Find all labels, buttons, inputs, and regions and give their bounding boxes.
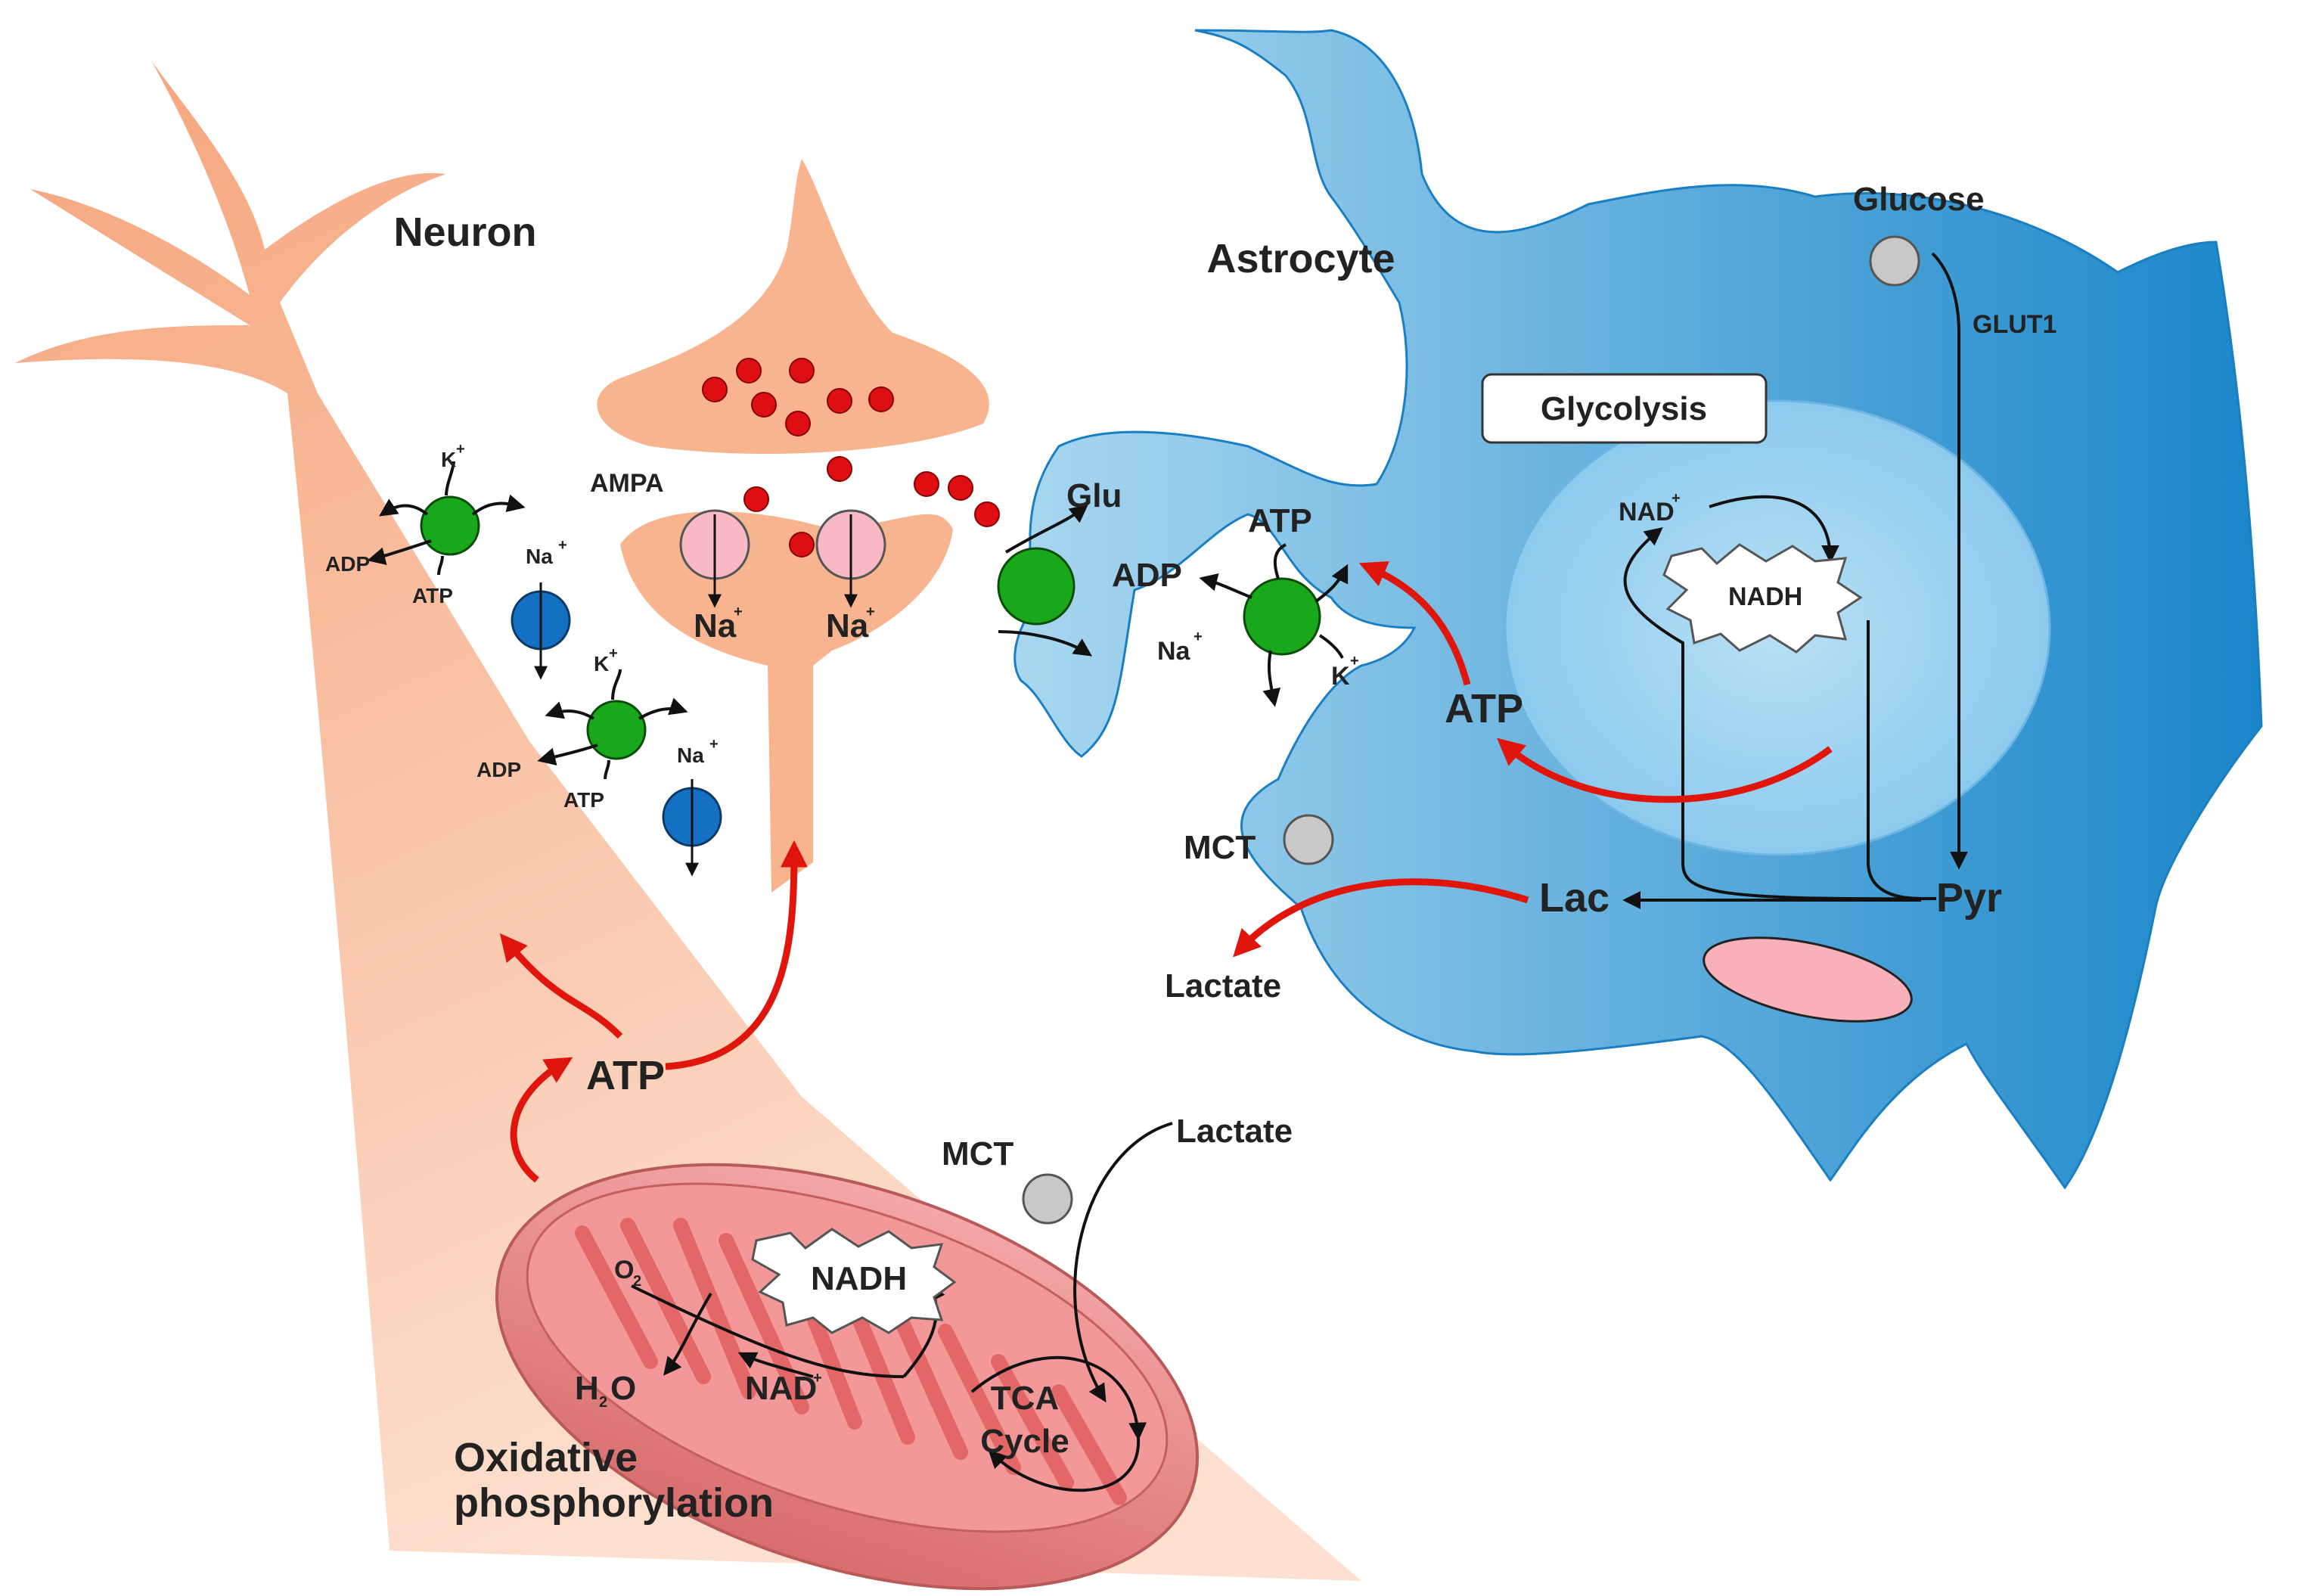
astrocyte-label: Astrocyte bbox=[1206, 236, 1395, 281]
svg-text:+: + bbox=[1350, 653, 1359, 669]
svg-text:+: + bbox=[1194, 629, 1203, 645]
svg-text:O: O bbox=[614, 1256, 634, 1284]
svg-text:K: K bbox=[1331, 662, 1350, 691]
atp-flow-arrows bbox=[499, 560, 1833, 1183]
svg-text:MCT: MCT bbox=[942, 1135, 1013, 1172]
text-labels: Neuron Astrocyte AMPA Glu Glucose GLUT1 … bbox=[325, 181, 2056, 1526]
svg-text:NADH: NADH bbox=[1728, 582, 1802, 611]
ampa-label: AMPA bbox=[590, 469, 664, 498]
svg-text:2: 2 bbox=[633, 1273, 641, 1290]
svg-text:K: K bbox=[594, 652, 609, 675]
sodium-potassium-pump-icon bbox=[367, 461, 688, 780]
sodium-channel-icon bbox=[511, 582, 722, 877]
svg-text:Lactate: Lactate bbox=[1176, 1113, 1293, 1150]
svg-text:ADP: ADP bbox=[476, 758, 521, 781]
svg-text:H: H bbox=[575, 1370, 599, 1407]
svg-text:Glycolysis: Glycolysis bbox=[1541, 390, 1707, 427]
svg-text:Lactate: Lactate bbox=[1165, 967, 1281, 1004]
mitochondrion-icon bbox=[495, 1163, 1199, 1591]
astrocyte-pump-icon bbox=[1199, 543, 1349, 707]
svg-text:ATP: ATP bbox=[412, 584, 453, 607]
svg-text:+: + bbox=[709, 736, 719, 753]
svg-text:Na: Na bbox=[694, 607, 737, 644]
svg-text:Na: Na bbox=[826, 607, 869, 644]
glutamate-transporter-icon bbox=[997, 505, 1092, 657]
svg-text:Pyr: Pyr bbox=[1936, 875, 2002, 921]
svg-text:Oxidative: Oxidative bbox=[454, 1435, 638, 1480]
svg-text:+: + bbox=[1672, 490, 1681, 507]
svg-text:+: + bbox=[609, 645, 618, 662]
svg-text:+: + bbox=[558, 537, 567, 554]
svg-text:+: + bbox=[734, 604, 743, 620]
svg-text:K: K bbox=[441, 448, 456, 471]
svg-text:NADH: NADH bbox=[811, 1260, 907, 1297]
neuron-label: Neuron bbox=[394, 210, 537, 255]
svg-text:TCA: TCA bbox=[991, 1380, 1059, 1417]
mito-pathway bbox=[631, 1122, 1173, 1492]
glucose-label: Glucose bbox=[1853, 181, 1985, 218]
glu-label: Glu bbox=[1066, 477, 1122, 514]
svg-text:MCT: MCT bbox=[1184, 829, 1256, 866]
svg-text:ATP: ATP bbox=[1445, 686, 1523, 731]
svg-text:O: O bbox=[610, 1370, 636, 1407]
glutamate-vesicle-dots bbox=[702, 358, 1000, 557]
svg-text:+: + bbox=[813, 1370, 822, 1386]
astrocyte-pathway bbox=[1622, 252, 1968, 909]
svg-text:Na: Na bbox=[526, 545, 553, 568]
nadh-burst-icon bbox=[751, 543, 1863, 1334]
svg-text:ATP: ATP bbox=[563, 788, 604, 812]
svg-text:ADP: ADP bbox=[325, 552, 370, 576]
astrocyte-organelle bbox=[1703, 936, 1913, 1023]
svg-text:ATP: ATP bbox=[586, 1053, 665, 1098]
svg-text:ATP: ATP bbox=[1248, 502, 1312, 539]
svg-text:2: 2 bbox=[599, 1394, 607, 1411]
svg-text:phosphorylation: phosphorylation bbox=[454, 1480, 774, 1526]
svg-text:Cycle: Cycle bbox=[980, 1423, 1069, 1460]
glut1-label: GLUT1 bbox=[1973, 310, 2056, 339]
svg-text:NAD: NAD bbox=[1619, 498, 1675, 526]
transporter-icon bbox=[1022, 235, 1920, 1225]
svg-text:+: + bbox=[456, 441, 465, 458]
svg-text:+: + bbox=[866, 604, 875, 620]
svg-text:NAD: NAD bbox=[745, 1370, 817, 1407]
ampa-receptor-icon bbox=[679, 509, 886, 608]
glycolysis-box: Glycolysis bbox=[1481, 373, 1768, 444]
svg-text:Na: Na bbox=[1157, 637, 1191, 666]
svg-text:Lac: Lac bbox=[1539, 875, 1609, 921]
svg-text:Na: Na bbox=[677, 744, 704, 767]
svg-text:ADP: ADP bbox=[1112, 557, 1182, 594]
